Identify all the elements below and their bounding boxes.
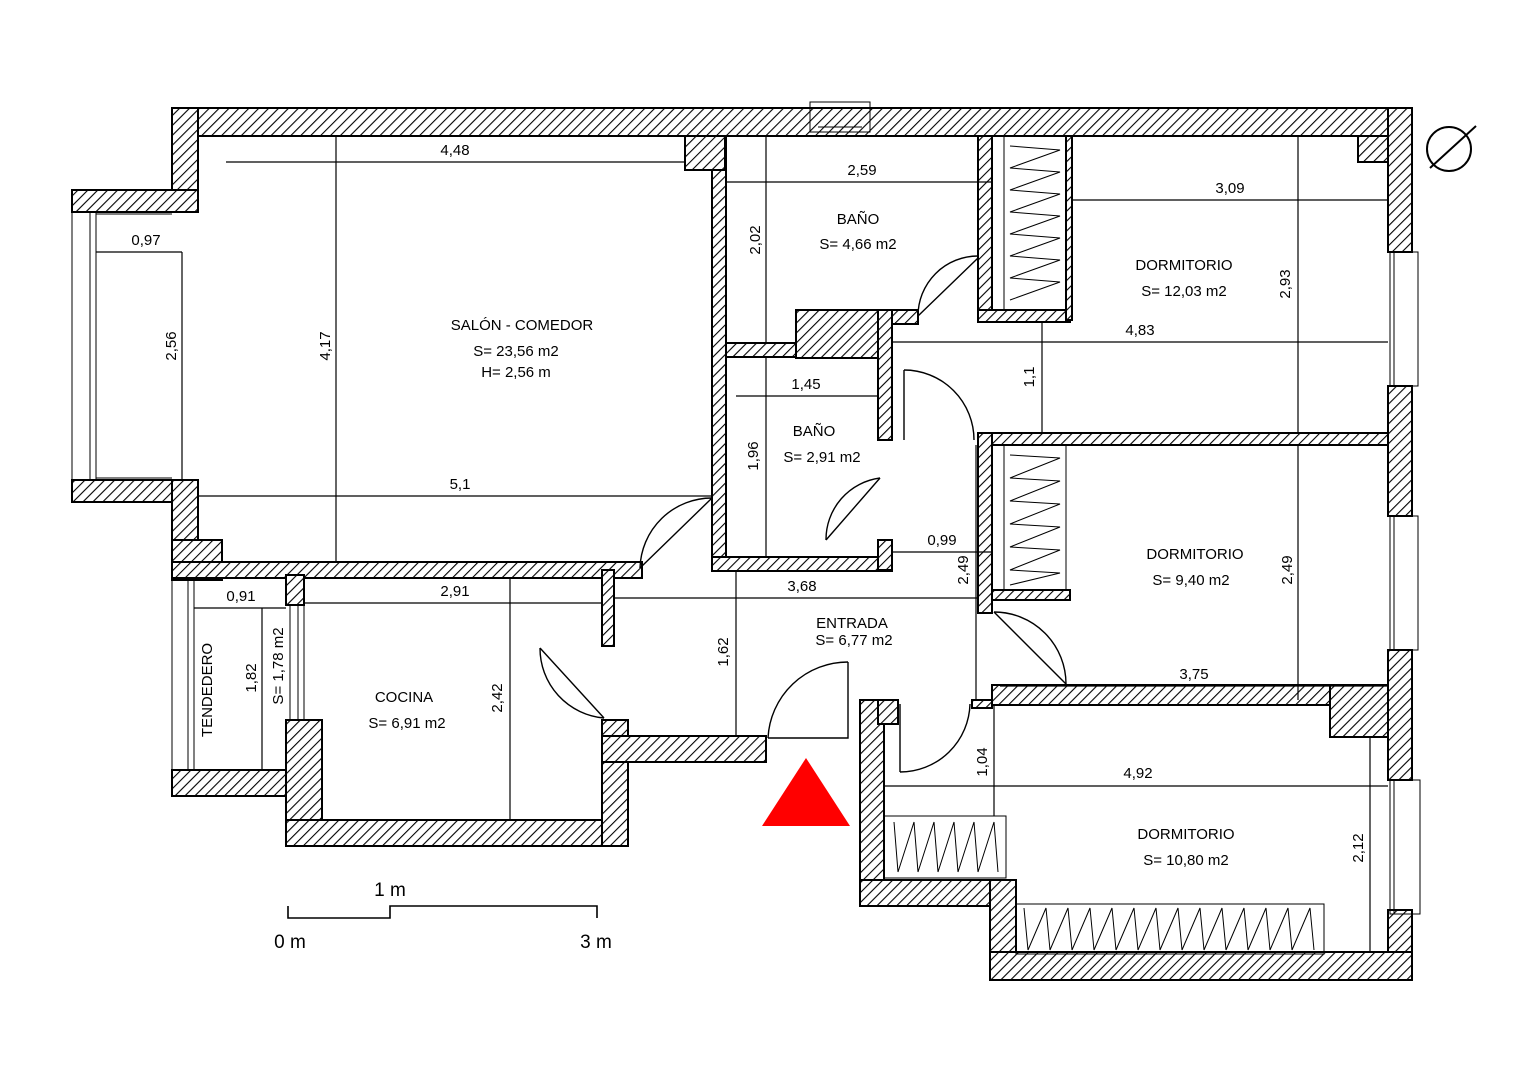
dim-dorm3-width: 4,92: [1123, 765, 1152, 782]
room-salon-area: S= 23,56 m2: [473, 343, 558, 360]
room-cocina-name: COCINA: [375, 689, 433, 706]
dim-salon-length: 5,1: [450, 476, 471, 493]
dim-dorm1-width: 3,09: [1215, 180, 1244, 197]
room-entrada-name: ENTRADA: [816, 615, 888, 632]
scale-label-3m: 3 m: [580, 932, 612, 953]
entrance-triangle-icon: [762, 758, 850, 826]
room-tendedero-area: S= 1,78 m2: [270, 627, 287, 704]
dim-kitchen-height: 2,42: [489, 683, 506, 712]
dimension-labels: 4,48 0,97 2,56 4,17 5,1 2,59 2,02 3,09 2…: [131, 142, 1367, 863]
room-dorm1-name: DORMITORIO: [1135, 257, 1232, 274]
dim-dorm3-height: 2,12: [1350, 833, 1367, 862]
dim-entrance-width: 3,68: [787, 578, 816, 595]
scale-bar: 1 m 0 m 3 m: [274, 880, 612, 953]
dimension-lines: [96, 136, 1388, 952]
dim-kitchen-width: 2,91: [440, 583, 469, 600]
dim-tendedero-height: 1,82: [243, 663, 260, 692]
room-bano1-name: BAÑO: [837, 211, 880, 228]
room-dorm3-area: S= 10,80 m2: [1143, 852, 1228, 869]
doors: [539, 255, 1067, 773]
dim-salon-width: 4,48: [440, 142, 469, 159]
dim-salon-height: 4,17: [317, 331, 334, 360]
dim-dorm1-height: 2,93: [1277, 269, 1294, 298]
walls: [71, 107, 1413, 981]
compass-icon: [1426, 125, 1477, 172]
room-bano1-area: S= 4,66 m2: [819, 236, 896, 253]
dim-entrance-height: 1,62: [715, 637, 732, 666]
wardrobes: [883, 135, 1325, 955]
room-entrada-area: S= 6,77 m2: [815, 632, 892, 649]
room-bano2-area: S= 2,91 m2: [783, 449, 860, 466]
room-labels: SALÓN - COMEDOR S= 23,56 m2 H= 2,56 m BA…: [199, 211, 1244, 869]
windows: [71, 101, 1421, 915]
dim-bath2-width: 1,45: [791, 376, 820, 393]
room-salon-height: H= 2,56 m: [481, 364, 551, 381]
dim-dorm3-gap: 1,04: [974, 747, 991, 776]
room-dorm3-name: DORMITORIO: [1137, 826, 1234, 843]
dim-hall-height: 2,49: [955, 555, 972, 584]
room-tendedero-name: TENDEDERO: [199, 643, 216, 737]
scale-label-1m: 1 m: [374, 880, 406, 901]
dim-bay-width: 2,56: [163, 331, 180, 360]
dim-corridor-length: 4,83: [1125, 322, 1154, 339]
dim-bath1-height: 2,02: [747, 225, 764, 254]
scale-label-0m: 0 m: [274, 932, 306, 953]
dim-dorm2-height: 2,49: [1279, 555, 1296, 584]
dim-dorm2-width: 3,75: [1179, 666, 1208, 683]
room-salon-name: SALÓN - COMEDOR: [451, 317, 594, 334]
dim-bath2-height: 1,96: [745, 441, 762, 470]
room-dorm2-area: S= 9,40 m2: [1152, 572, 1229, 589]
dim-bay-depth: 0,97: [131, 232, 160, 249]
room-dorm2-name: DORMITORIO: [1146, 546, 1243, 563]
room-cocina-area: S= 6,91 m2: [368, 715, 445, 732]
room-dorm1-area: S= 12,03 m2: [1141, 283, 1226, 300]
dim-corridor-width: 1,1: [1021, 367, 1038, 388]
dim-bath1-width: 2,59: [847, 162, 876, 179]
dim-tendedero-width: 0,91: [226, 588, 255, 605]
room-bano2-name: BAÑO: [793, 423, 836, 440]
dim-hall-gap: 0,99: [927, 532, 956, 549]
